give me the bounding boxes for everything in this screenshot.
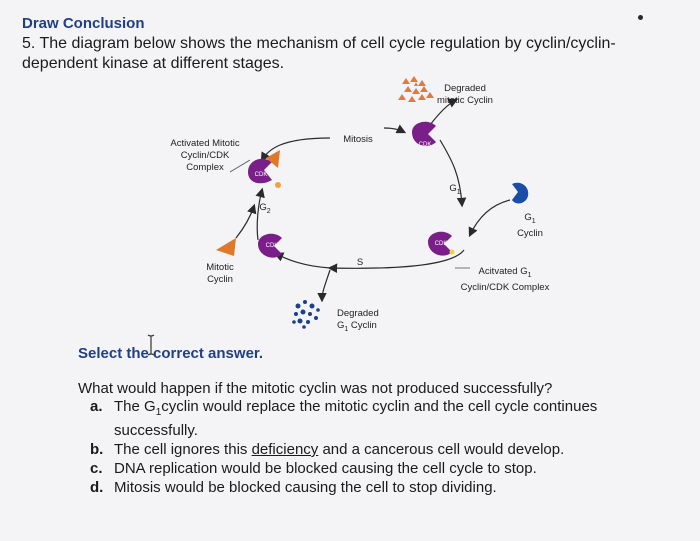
degraded-g1-cyclin-icon: [292, 300, 320, 329]
option-c-text: DNA replication would be blocked causing…: [114, 460, 537, 477]
arrow-g1-cyclin-in: [468, 199, 511, 238]
cdk-label-mitosis: CDK: [418, 142, 432, 148]
text-cursor-icon: [147, 334, 155, 356]
pointer-activated-mitotic: [229, 159, 251, 173]
degraded-mitotic-cyclin-icon: [398, 76, 434, 102]
cdk-g2-icon: [258, 233, 282, 258]
arrow-to-degraded-g1: [317, 269, 331, 303]
label-g1-cyclin: G1 Cyclin: [517, 212, 543, 239]
question-header: Draw Conclusion 5. The diagram below sho…: [22, 14, 682, 73]
answer-options: a. The G1cyclin would replace the mitoti…: [90, 398, 660, 498]
cdk-label-activated-mitotic: CDK: [254, 172, 268, 178]
cycle-arc-top-left: [260, 137, 331, 163]
option-a-text: The G1cyclin would replace the mitotic c…: [114, 398, 598, 439]
option-d[interactable]: d. Mitosis would be blocked causing the …: [90, 479, 660, 497]
option-b-letter: b.: [90, 441, 104, 458]
question-line-1: 5. The diagram below shows the mechanism…: [22, 35, 616, 52]
arrow-mitotic-cyclin-in: [235, 203, 257, 239]
label-g2: G2: [259, 202, 271, 215]
option-c[interactable]: c. DNA replication would be blocked caus…: [90, 460, 660, 478]
question-line-2: dependent kinase at different stages.: [22, 55, 285, 72]
option-b[interactable]: b. The cell ignores this deficiency and …: [90, 441, 660, 459]
cycle-arc-right-top: [439, 139, 467, 208]
option-d-text: Mitosis would be blocked causing the cel…: [114, 479, 497, 496]
cycle-arc-right-bottom: [327, 249, 465, 273]
cdk-g1-icon: [428, 231, 455, 256]
cycle-arc-bottom-left: [273, 252, 331, 269]
option-b-text: The cell ignores this deficiency and a c…: [114, 441, 565, 458]
label-g1: G1: [449, 183, 461, 196]
section-title: Draw Conclusion: [22, 15, 145, 32]
cdk-mitosis-icon: [412, 121, 436, 147]
option-c-letter: c.: [90, 460, 103, 477]
arrow-to-degraded-mitotic: [429, 98, 459, 126]
select-prompt: Select the correct answer.: [78, 345, 264, 362]
cycle-arc-left: [255, 187, 265, 241]
option-a-letter: a.: [90, 398, 103, 415]
label-s-phase: S: [356, 257, 364, 268]
label-degraded-g1-cyclin: Degraded G1 Cyclin: [337, 308, 379, 333]
activated-mitotic-complex-icon: [248, 150, 281, 188]
g1-cyclin-icon: [512, 182, 529, 204]
label-mitosis: Mitosis: [343, 134, 373, 145]
option-d-letter: d.: [90, 479, 104, 496]
cdk-label-g2: CDK: [265, 243, 279, 249]
label-activated-g1-complex: Acitvated G1 Cyclin/CDK Complex: [460, 266, 550, 293]
answer-question: What would happen if the mitotic cyclin …: [78, 380, 553, 397]
mitotic-cyclin-icon: [216, 238, 236, 256]
cycle-arc-top-right: [383, 124, 407, 134]
option-a[interactable]: a. The G1cyclin would replace the mitoti…: [90, 398, 660, 440]
corner-dot: [638, 15, 643, 20]
cdk-label-g1: CDK: [434, 241, 448, 247]
